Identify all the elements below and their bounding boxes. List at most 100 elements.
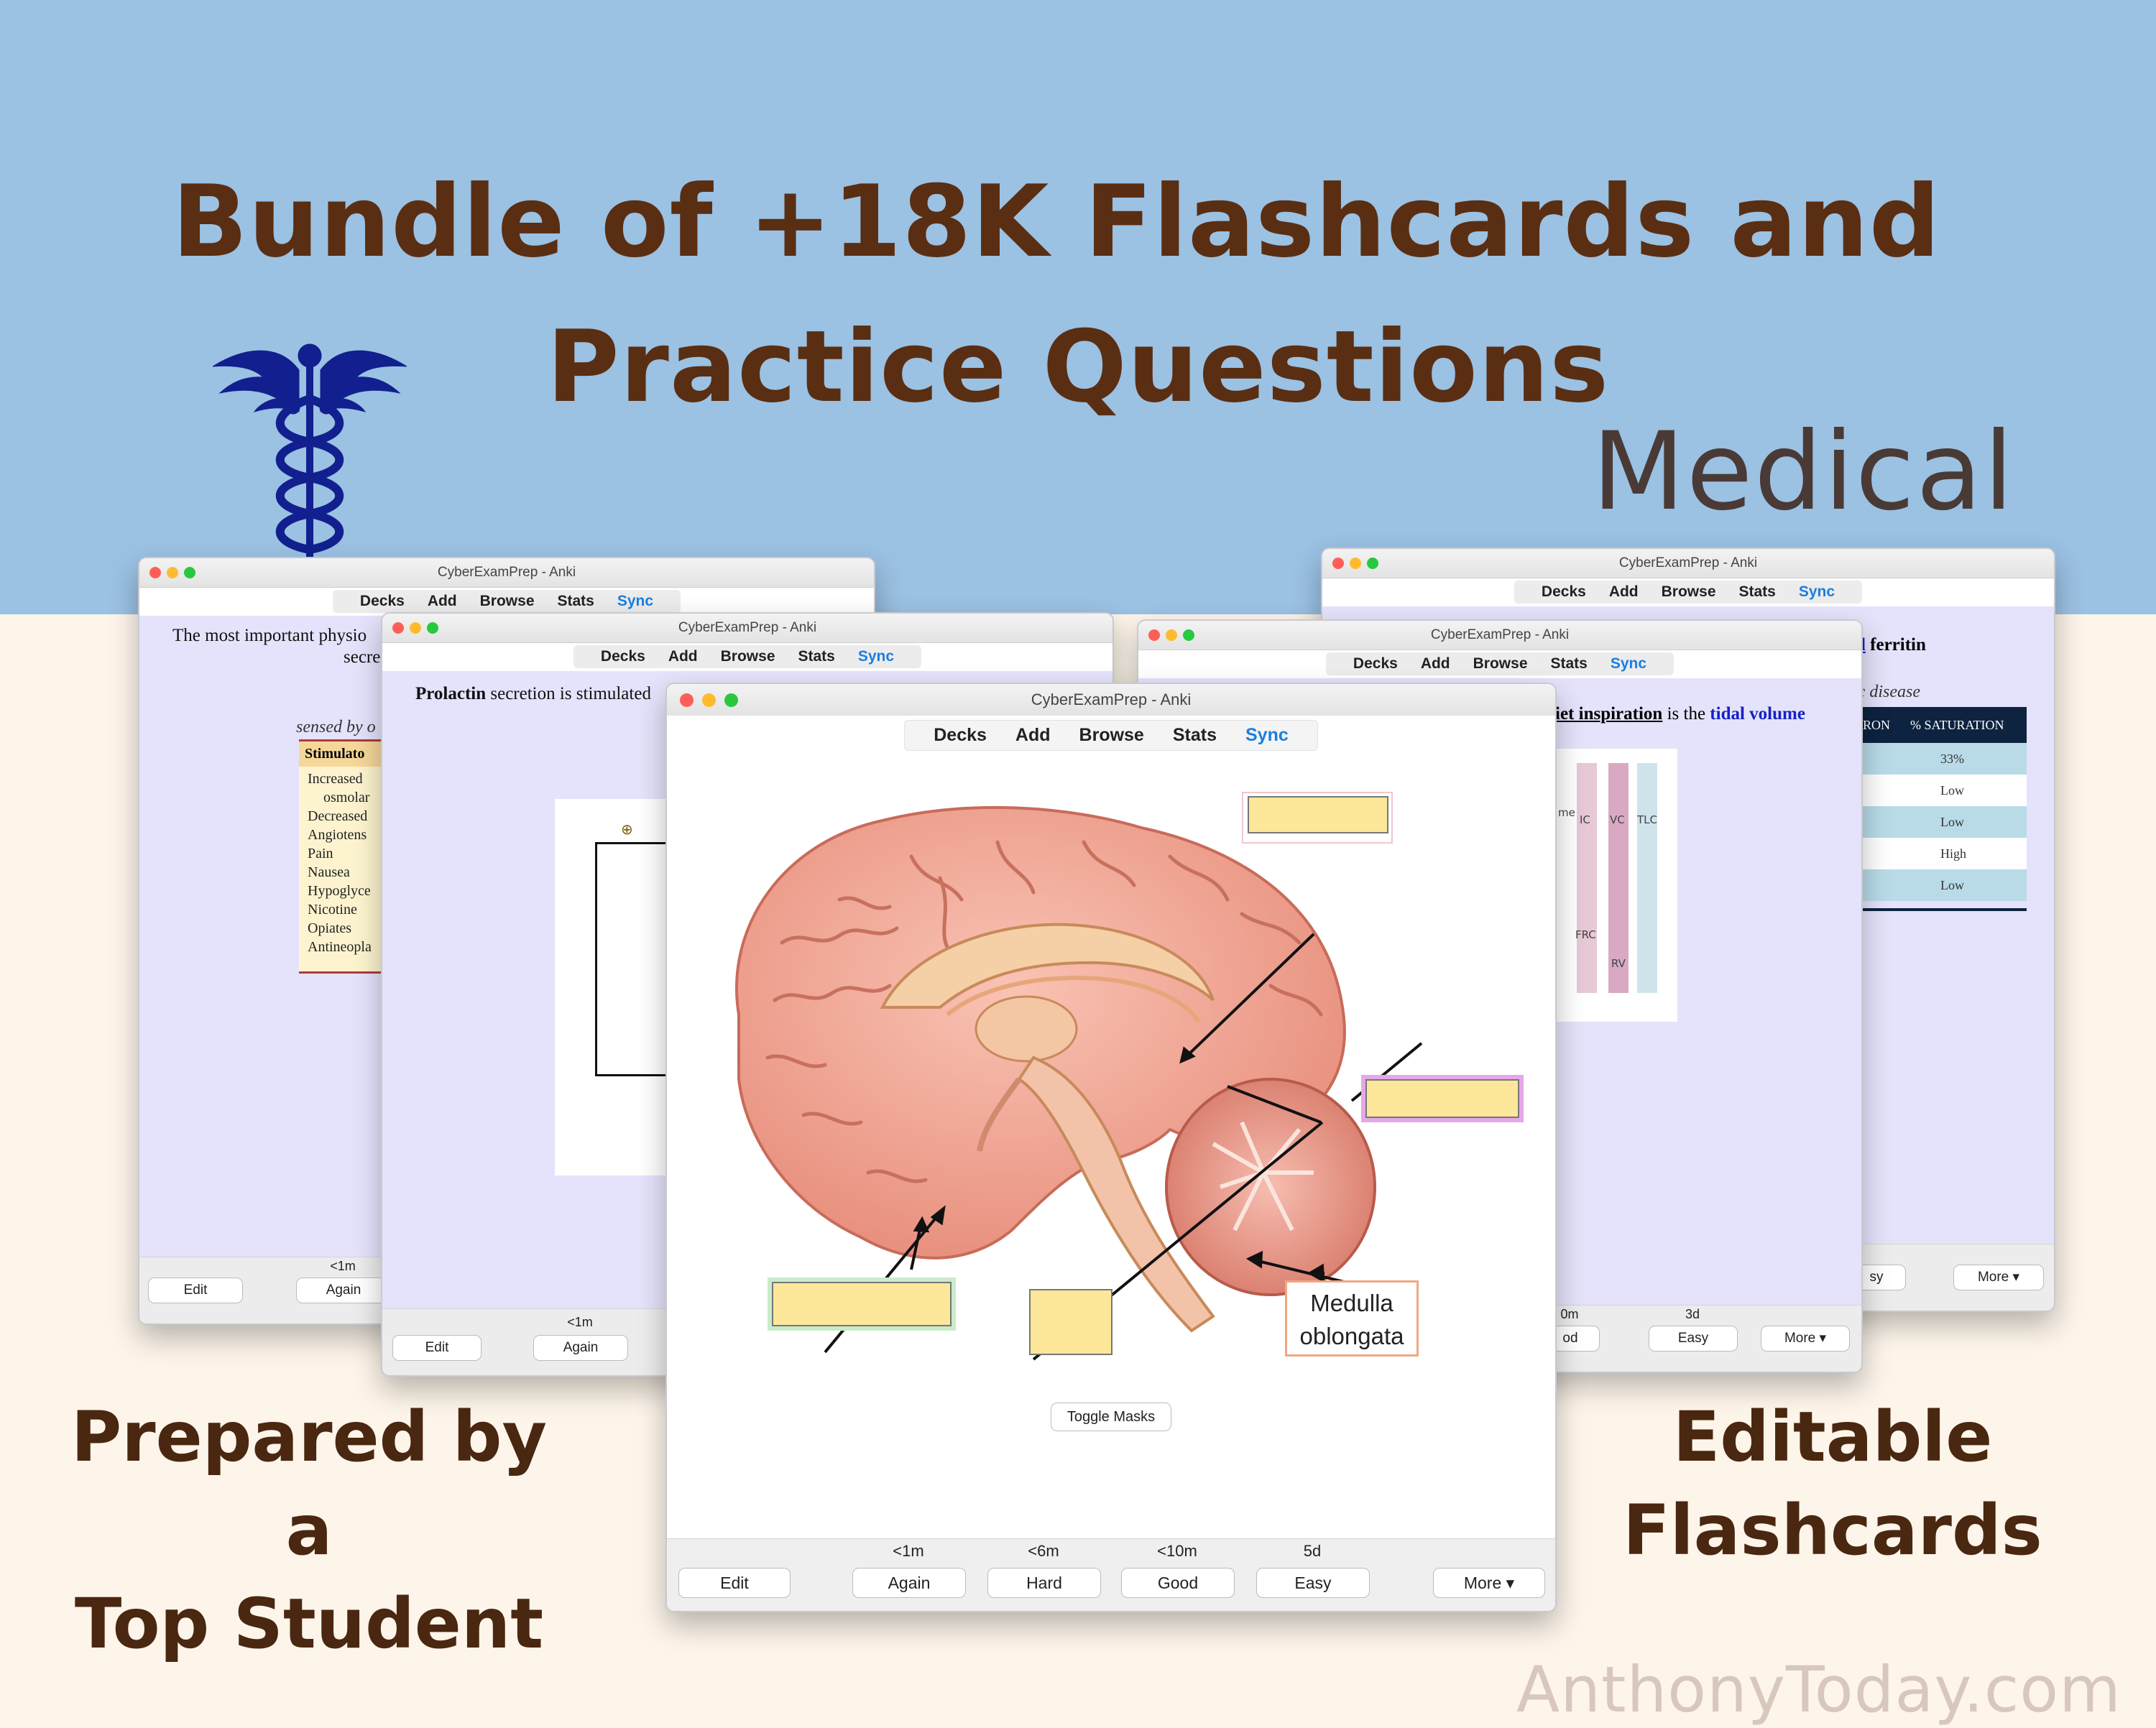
zoom-button[interactable] <box>1367 558 1378 569</box>
easy-button[interactable]: Easy <box>1256 1568 1370 1598</box>
menu-browse[interactable]: Browse <box>1661 583 1716 600</box>
menu-sync[interactable]: Sync <box>1245 725 1289 745</box>
menu-stats[interactable]: Stats <box>557 593 594 609</box>
menu-add[interactable]: Add <box>1015 725 1051 745</box>
close-button[interactable] <box>149 567 161 578</box>
saturation-cell: Low <box>1854 869 2027 901</box>
close-button[interactable] <box>392 622 404 634</box>
zoom-button[interactable] <box>724 693 738 707</box>
card-answer: tidal volume <box>1710 704 1805 724</box>
menu-decks[interactable]: Decks <box>1353 655 1398 672</box>
menu-browse[interactable]: Browse <box>1079 725 1144 745</box>
mask-box[interactable] <box>772 1282 952 1326</box>
again-button[interactable]: Again <box>852 1568 966 1598</box>
vc-label: VC <box>1610 813 1625 826</box>
easy-button[interactable]: Easy <box>1649 1326 1738 1352</box>
window-title: CyberExamPrep - Anki <box>437 565 576 580</box>
card-italic: ic disease <box>1853 683 1920 701</box>
menu-stats[interactable]: Stats <box>1172 725 1217 745</box>
more-button[interactable]: More ▾ <box>1761 1326 1850 1352</box>
saturation-cell: Low <box>1854 806 2027 838</box>
menu-sync[interactable]: Sync <box>857 648 895 665</box>
saturation-cell: High <box>1854 838 2027 869</box>
menu-decks[interactable]: Decks <box>1541 583 1586 600</box>
mask-box[interactable] <box>1248 796 1388 833</box>
right-caption-line-2: Flashcards <box>1623 1490 2042 1571</box>
menu-stats[interactable]: Stats <box>1550 655 1588 672</box>
toggle-masks-button[interactable]: Toggle Masks <box>1051 1403 1171 1431</box>
right-caption-line-1: Editable <box>1672 1397 1993 1477</box>
menu-add[interactable]: Add <box>668 648 698 665</box>
menu-decks[interactable]: Decks <box>359 593 405 609</box>
minimize-button[interactable] <box>1350 558 1361 569</box>
menu-sync[interactable]: Sync <box>1798 583 1835 600</box>
stimulus-item: Increased <box>308 771 363 787</box>
tlc-bar <box>1637 763 1657 993</box>
card-text-b: ferritin <box>1865 635 1926 655</box>
menu-stats[interactable]: Stats <box>1738 583 1776 600</box>
zoom-button[interactable] <box>184 567 195 578</box>
ic-label: IC <box>1580 813 1590 826</box>
menu-add[interactable]: Add <box>1420 655 1450 672</box>
mask-box[interactable] <box>1365 1079 1519 1118</box>
table-header: RON <box>1863 718 1891 732</box>
menu-stats[interactable]: Stats <box>798 648 835 665</box>
headline-line-2: Practice Questions <box>546 309 1610 425</box>
stimulus-item: osmolar <box>323 790 370 805</box>
menu-sync[interactable]: Sync <box>1610 655 1647 672</box>
card-keyword: Prolactin <box>415 684 487 703</box>
menu-browse[interactable]: Browse <box>720 648 775 665</box>
stimulus-item: Pain <box>308 846 333 861</box>
minimize-button[interactable] <box>410 622 421 634</box>
zoom-button[interactable] <box>427 622 438 634</box>
window-title: CyberExamPrep - Anki <box>1430 627 1570 642</box>
card-connector: is the <box>1662 704 1710 724</box>
sky-background <box>0 0 2156 614</box>
watermark: AnthonyToday.com <box>1516 1653 2122 1727</box>
menu-add[interactable]: Add <box>1608 583 1639 600</box>
minimize-button[interactable] <box>167 567 178 578</box>
titlebar[interactable]: CyberExamPrep - Anki <box>139 558 874 588</box>
titlebar[interactable]: CyberExamPrep - Anki <box>1322 549 2054 578</box>
label-line-2: oblongata <box>1299 1323 1404 1349</box>
ic-bar <box>1577 763 1597 993</box>
titlebar[interactable]: CyberExamPrep - Anki <box>382 614 1112 643</box>
minimize-button[interactable] <box>702 693 716 707</box>
edit-button[interactable]: Edit <box>678 1568 791 1598</box>
more-button[interactable]: More ▾ <box>1953 1265 2044 1290</box>
close-button[interactable] <box>1332 558 1344 569</box>
caduceus-icon <box>213 343 407 571</box>
stimulus-item: Opiates <box>308 920 352 936</box>
menu-add[interactable]: Add <box>427 593 457 609</box>
menu-browse[interactable]: Browse <box>479 593 535 609</box>
close-button[interactable] <box>680 693 694 707</box>
hard-button[interactable]: Hard <box>987 1568 1101 1598</box>
stimulus-item: Hypoglyce <box>308 883 371 899</box>
saturation-cell: 33% <box>1854 743 2027 775</box>
partial-label: me <box>1558 806 1575 819</box>
again-button[interactable]: Again <box>296 1277 391 1303</box>
card-text: iet inspiration is the tidal volume <box>1555 704 1805 724</box>
mask-box[interactable] <box>1029 1289 1112 1355</box>
saturation-cell: Low <box>1854 775 2027 806</box>
more-button[interactable]: More ▾ <box>1433 1568 1545 1598</box>
menu-decks[interactable]: Decks <box>600 648 645 665</box>
edit-button[interactable]: Edit <box>148 1277 243 1303</box>
menu-browse[interactable]: Browse <box>1473 655 1528 672</box>
menu-decks[interactable]: Decks <box>934 725 987 745</box>
edit-button[interactable]: Edit <box>392 1335 482 1361</box>
good-button[interactable]: Good <box>1121 1568 1235 1598</box>
menu-bar: Decks Add Browse Stats Sync <box>667 717 1555 752</box>
card-text: The most important physio <box>172 626 367 645</box>
again-button[interactable]: Again <box>533 1335 628 1361</box>
zoom-button[interactable] <box>1183 629 1194 641</box>
menu-sync[interactable]: Sync <box>617 593 654 609</box>
card-phrase: iet inspiration <box>1555 704 1663 724</box>
label-line-1: Medulla <box>1310 1290 1393 1316</box>
answer-bar: Edit <1m Again <6m Hard <10m Good 5d Eas… <box>667 1538 1555 1611</box>
minimize-button[interactable] <box>1166 629 1177 641</box>
titlebar[interactable]: CyberExamPrep - Anki <box>1138 621 1861 650</box>
titlebar[interactable]: CyberExamPrep - Anki <box>667 684 1555 716</box>
anki-window-main[interactable]: CyberExamPrep - Anki Decks Add Browse Stats… <box>665 683 1557 1612</box>
close-button[interactable] <box>1148 629 1160 641</box>
